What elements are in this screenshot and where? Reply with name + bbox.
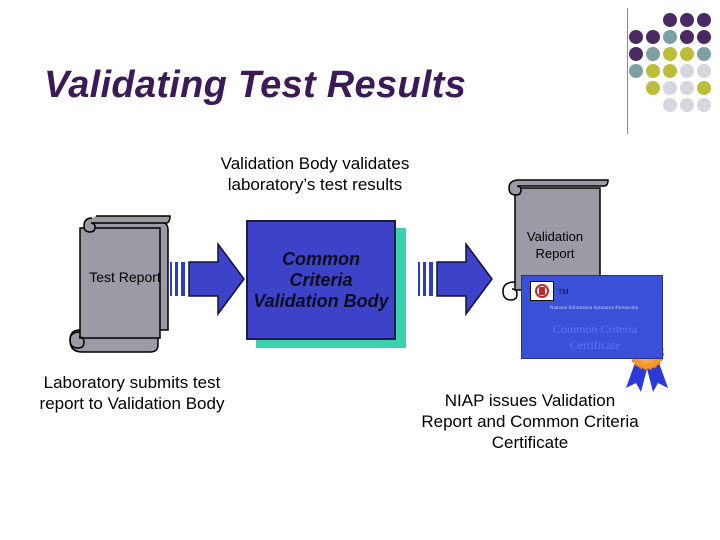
niap-logo-icon: [530, 281, 554, 301]
certificate-issuer-text: National Information Assurance Partnersh…: [549, 306, 639, 311]
test-report-scroll-icon: [69, 215, 171, 353]
validation-body-box: Common Criteria Validation Body: [246, 220, 396, 340]
decorative-dot: [646, 64, 660, 78]
submission-caption: Laboratory submits test report to Valida…: [39, 373, 225, 413]
decorative-dot: [680, 98, 694, 112]
decorative-dot: [646, 30, 660, 44]
decorative-dot: [629, 30, 643, 44]
test-report-label: Test Report: [89, 269, 161, 285]
decorative-dot: [697, 30, 711, 44]
decorative-dot: [646, 81, 660, 95]
decorative-dot: [663, 30, 677, 44]
decorative-dot: [629, 64, 643, 78]
common-criteria-certificate: TM National Information Assurance Partne…: [521, 275, 663, 359]
decorative-divider: [627, 8, 628, 134]
issue-arrow-icon: [418, 241, 493, 317]
decorative-dot: [663, 98, 677, 112]
decorative-dot: [680, 47, 694, 61]
certificate-tm: TM: [558, 288, 569, 296]
decorative-dot: [680, 13, 694, 27]
decorative-dot: [646, 47, 660, 61]
decorative-dot: [663, 13, 677, 27]
validation-report-scroll-icon: [502, 179, 609, 301]
decorative-dot: [680, 30, 694, 44]
issuance-caption: NIAP issues Validation Report and Common…: [421, 391, 639, 452]
decorative-dot: [663, 47, 677, 61]
decorative-dot-grid: [629, 13, 711, 112]
decorative-dot: [663, 64, 677, 78]
validation-report-label: Validation Report: [526, 229, 584, 261]
decorative-dot: [697, 81, 711, 95]
submit-arrow-icon: [170, 241, 245, 317]
decorative-dot: [663, 81, 677, 95]
certificate-title: Common Criteria Certificate: [552, 322, 638, 352]
decorative-dot: [697, 98, 711, 112]
validation-caption: Validation Body validates laboratory’s t…: [220, 154, 410, 194]
decorative-dot: [680, 64, 694, 78]
decorative-dot: [697, 47, 711, 61]
slide-title: Validating Test Results: [44, 64, 467, 106]
validation-body-label: Common Criteria Validation Body: [253, 248, 389, 311]
decorative-dot: [697, 13, 711, 27]
decorative-dot: [680, 81, 694, 95]
decorative-dot: [697, 64, 711, 78]
decorative-dot: [629, 47, 643, 61]
